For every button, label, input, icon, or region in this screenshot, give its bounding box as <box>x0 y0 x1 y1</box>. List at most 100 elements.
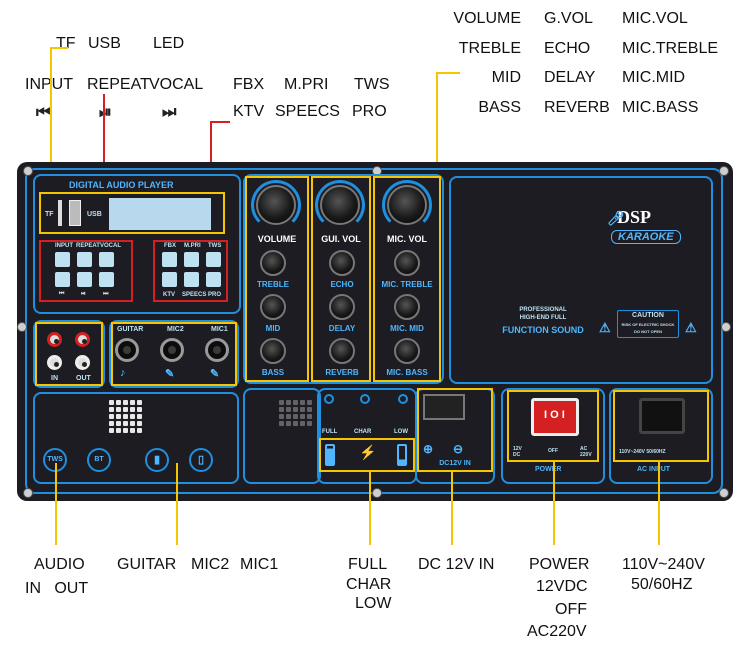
tf-slot[interactable] <box>58 200 62 226</box>
ac-socket[interactable] <box>639 398 685 434</box>
screw <box>17 322 27 332</box>
warning-icon: ⚠ <box>685 320 697 335</box>
guitar-icon: ♪ <box>120 367 126 379</box>
leader-guitar <box>176 463 178 545</box>
gui-vol-knob[interactable] <box>320 185 360 225</box>
bass-knob[interactable] <box>260 338 286 364</box>
audio-in-left-jack[interactable] <box>47 355 62 370</box>
audio-in-right-jack[interactable] <box>47 332 62 347</box>
dc-label: DC12V IN <box>439 460 471 467</box>
led-display <box>109 198 211 230</box>
label-ac-range: 110V~240V <box>622 556 705 573</box>
label-repeat: REPEAT <box>87 76 150 93</box>
mid-knob[interactable] <box>260 294 286 320</box>
mic-bass-knob-label: MIC. BASS <box>386 368 428 377</box>
mic-treble-knob-label: MIC. TREBLE <box>381 280 433 289</box>
label-pro: PRO <box>352 103 387 120</box>
screw <box>23 166 33 176</box>
reverb-knob-label: REVERB <box>325 368 359 377</box>
leader-fbx-h <box>210 121 230 123</box>
label-gvol: G.VOL <box>544 10 593 27</box>
label-volume: VOLUME <box>453 10 521 27</box>
btn-label-speecs: SPEECS <box>182 292 207 298</box>
mic-mid-knob[interactable] <box>394 294 420 320</box>
label-mid: MID <box>491 69 521 86</box>
pro-button[interactable] <box>206 272 221 287</box>
knob-col3-highlight <box>373 176 441 382</box>
prev-button[interactable] <box>55 272 70 287</box>
amplifier-panel: DIGITAL AUDIO PLAYER TF USB INPUT REPEAT… <box>17 162 733 501</box>
leader-indicators <box>369 470 371 545</box>
jack-section <box>109 320 239 388</box>
treble-knob-label: TREBLE <box>257 280 289 289</box>
speecs-button[interactable] <box>184 272 199 287</box>
mic-vol-ring <box>382 180 432 230</box>
label-tws: TWS <box>354 76 390 93</box>
audio-io-section <box>33 320 105 388</box>
label-treble: TREBLE <box>458 40 521 57</box>
play-small-icon: ⏯ <box>81 291 86 297</box>
volume-ring <box>251 180 301 230</box>
battery-low-icon <box>397 444 407 466</box>
guitar-jack[interactable] <box>115 338 139 362</box>
treble-knob[interactable] <box>260 250 286 276</box>
vent-section <box>243 388 321 484</box>
input-button[interactable] <box>55 252 70 267</box>
screw <box>23 488 33 498</box>
reverb-knob[interactable] <box>329 338 355 364</box>
btn-label-input: INPUT <box>55 243 73 249</box>
microphone-icon: ✎ <box>165 368 175 380</box>
label-input: INPUT <box>25 76 73 93</box>
label-delay: DELAY <box>544 69 596 86</box>
tws-button[interactable] <box>206 252 221 267</box>
echo-knob[interactable] <box>329 250 355 276</box>
ac-input-section <box>609 388 713 484</box>
next-button[interactable] <box>99 272 114 287</box>
audio-out-right-jack[interactable] <box>75 332 90 347</box>
plus-icon: ⊕ <box>423 442 434 456</box>
screw <box>719 488 729 498</box>
label-bass: BASS <box>478 99 521 116</box>
usb-port[interactable] <box>69 200 81 226</box>
label-echo: ECHO <box>544 40 591 57</box>
bass-knob-label: BASS <box>261 368 285 377</box>
label-mic1: MIC1 <box>240 556 279 573</box>
label-mpri: M.PRI <box>284 76 329 93</box>
mpri-button[interactable] <box>184 252 199 267</box>
delay-knob[interactable] <box>329 294 355 320</box>
dc-terminal-block[interactable] <box>423 394 465 420</box>
gui-vol-ring <box>315 180 365 230</box>
dc-highlight <box>417 388 493 472</box>
prev-small-icon: ⏮ <box>59 291 65 297</box>
power-switch[interactable] <box>531 398 579 436</box>
fbx-button[interactable] <box>162 252 177 267</box>
label-mic-bass: MIC.BASS <box>622 99 699 116</box>
volume-knob[interactable] <box>256 185 296 225</box>
pro-line1: PROFESSIONAL <box>519 307 567 313</box>
mic2-jack[interactable] <box>160 338 184 362</box>
pro-line2: HIGH-END FULL <box>519 315 567 321</box>
mic1-jack[interactable] <box>205 338 229 362</box>
label-low: LOW <box>355 595 392 612</box>
karaoke-label: KARAOKE <box>611 230 681 244</box>
label-char: CHAR <box>346 576 392 593</box>
wireless-section <box>33 392 239 484</box>
label-audio: AUDIO <box>34 556 85 573</box>
battery-full-icon <box>325 444 335 466</box>
vocal-button[interactable] <box>99 252 114 267</box>
ac-rating: 110V~240V 50/60HZ <box>619 449 666 455</box>
power-opt-ac220v: AC 220V <box>580 446 592 458</box>
bluetooth-icon: BT <box>87 448 111 472</box>
ktv-button[interactable] <box>162 272 177 287</box>
mic-bass-knob[interactable] <box>394 338 420 364</box>
mic-vol-knob[interactable] <box>387 185 427 225</box>
label-off: OFF <box>555 601 587 618</box>
label-fbx: FBX <box>233 76 265 93</box>
play-pause-button[interactable] <box>77 272 92 287</box>
repeat-button[interactable] <box>77 252 92 267</box>
player-header: DIGITAL AUDIO PLAYER <box>69 180 174 190</box>
btn-label-repeat: REPEAT <box>76 243 100 249</box>
dsp-section <box>449 176 713 384</box>
audio-out-left-jack[interactable] <box>75 355 90 370</box>
mic-treble-knob[interactable] <box>394 250 420 276</box>
